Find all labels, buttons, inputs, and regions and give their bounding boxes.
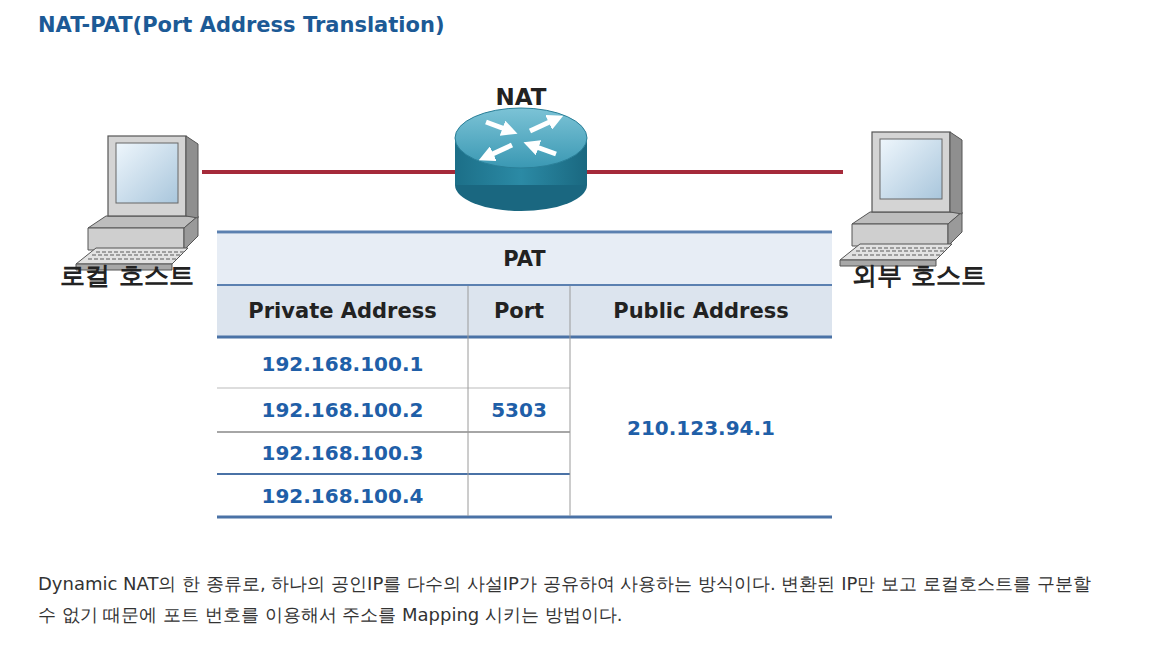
external-computer [840, 132, 962, 266]
node-label: 외부 호스트 [852, 259, 986, 292]
table-cell: 192.168.100.3 [217, 432, 468, 474]
node-label: NAT [496, 84, 547, 110]
host-node: 외부 호스트 [843, 128, 995, 298]
router-icon [455, 108, 587, 211]
caption: Dynamic NAT의 한 종류로, 하나의 공인IP를 다수의 사설IP가 … [38, 568, 1098, 630]
table-cell: 192.168.100.4 [217, 474, 468, 517]
node-label: 로컬 호스트 [60, 259, 194, 292]
table-header: Public Address [570, 286, 832, 336]
router-node: NAT [455, 84, 587, 216]
table-header: Private Address [217, 286, 468, 336]
network-link [202, 170, 455, 174]
table-heading: PAT [503, 234, 545, 284]
pat-table: PAT Private AddressPortPublic Address 192.… [217, 230, 832, 519]
table-header: Port [468, 286, 570, 336]
table-cell: 5303 [468, 388, 570, 432]
diagram-title: NAT-PAT(Port Address Translation) [38, 13, 445, 37]
local-computer [76, 136, 198, 270]
table-cell: 192.168.100.2 [217, 388, 468, 432]
host-node: 로컬 호스트 [52, 128, 202, 298]
table-grid [217, 232, 832, 517]
table-cell: 192.168.100.1 [217, 340, 468, 388]
network-link [587, 170, 843, 174]
table-cell: 210.123.94.1 [570, 390, 832, 466]
